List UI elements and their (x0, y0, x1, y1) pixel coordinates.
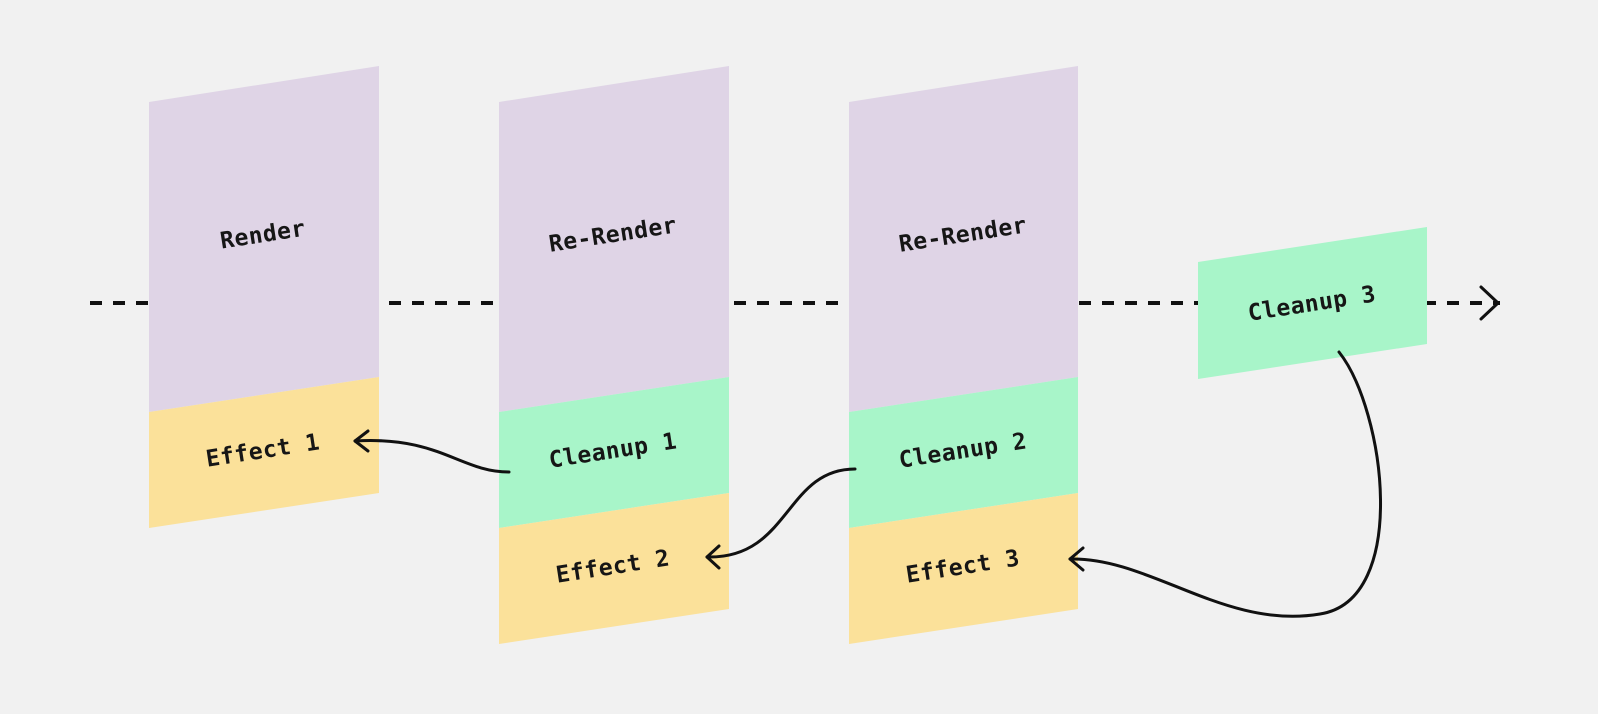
arrow-cleanup1-to-effect1 (353, 429, 511, 474)
column-3 (849, 66, 1078, 644)
arrow-head-icon (705, 544, 721, 570)
render-block-3 (849, 66, 1078, 412)
cleanup-block-3 (1198, 227, 1427, 379)
effect-block-1 (149, 377, 379, 528)
arrow-cleanup2-to-effect2 (705, 467, 857, 570)
arrow-cleanup3-to-effect3 (1068, 350, 1382, 618)
render-block-2 (499, 66, 729, 412)
effect-block-3 (849, 493, 1078, 644)
column-2 (499, 66, 729, 644)
column-1 (149, 66, 379, 528)
timeline-arrow-head-icon (1479, 285, 1500, 321)
arrow-head-icon (1068, 546, 1085, 572)
effect-block-2 (499, 493, 729, 644)
arrow-head-icon (353, 429, 370, 453)
cleanup-block-2 (849, 377, 1078, 528)
render-block-1 (149, 66, 379, 412)
cleanup-block-1 (499, 377, 729, 528)
